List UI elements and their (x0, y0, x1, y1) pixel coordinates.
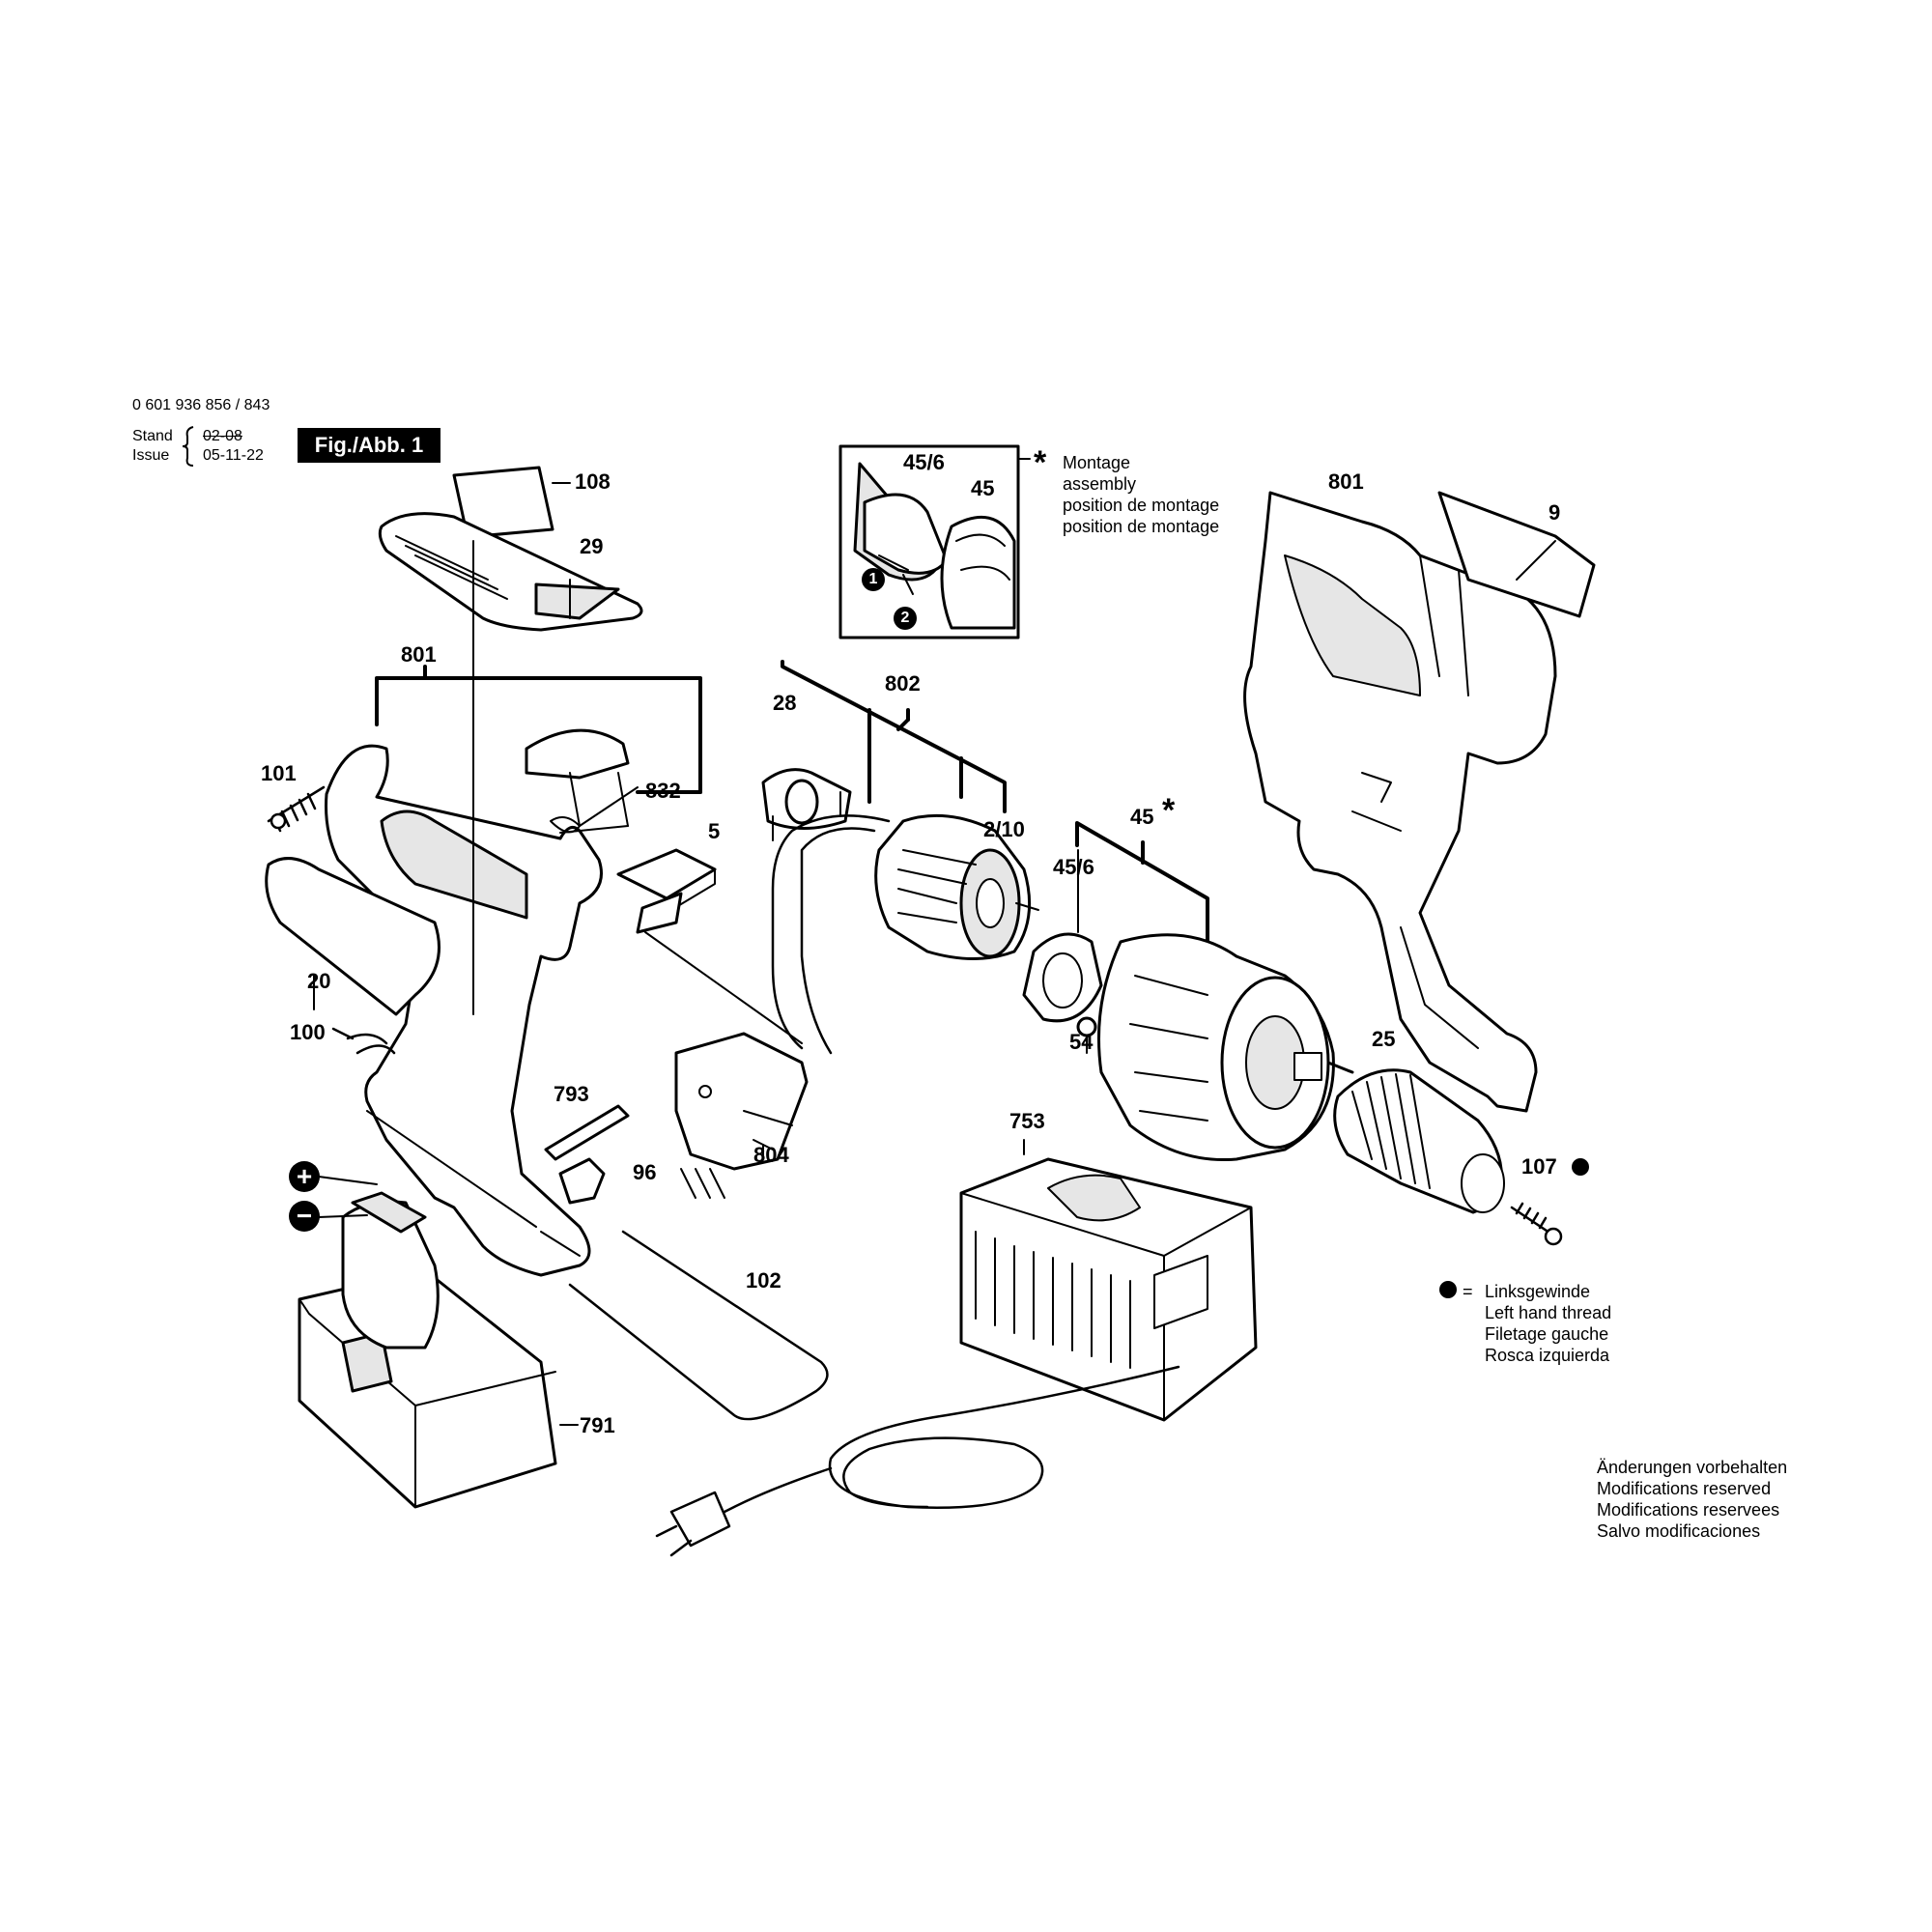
part-108-label (452, 466, 571, 539)
callout-45-6: 45/6 (1053, 855, 1094, 879)
motor (874, 813, 1039, 960)
part-753-charger (959, 1139, 1258, 1422)
bracket-802 (781, 660, 1007, 813)
charger-cord (655, 1365, 1180, 1557)
part-101-screw (267, 785, 326, 833)
legend-line-2: Left hand thread (1485, 1303, 1612, 1322)
callout-107: 107 (1521, 1154, 1557, 1179)
part-804-switch (674, 1032, 809, 1199)
legend-line-1: Linksgewinde (1485, 1282, 1591, 1301)
legend-line-4: Rosca izquierda (1485, 1346, 1610, 1365)
callout-96: 96 (633, 1160, 657, 1184)
part-832-clip (525, 728, 639, 834)
part-791-battery (298, 1176, 579, 1509)
callout-791: 791 (580, 1413, 615, 1437)
part-number: 0 601 936 856 / 843 (132, 397, 270, 413)
part-20-side-pad (265, 857, 440, 1016)
part-793 (544, 1104, 630, 1161)
callout-20: 20 (307, 969, 331, 993)
bracket-801-left (375, 665, 702, 794)
part-100-spring (331, 1027, 396, 1055)
legend-line-3: Filetage gauche (1485, 1324, 1609, 1344)
part-29-cover (378, 512, 643, 632)
footer-line-1: Änderungen vorbehalten (1597, 1458, 1788, 1477)
callout-802: 802 (885, 671, 921, 696)
part-45-6-ring (1022, 849, 1103, 1023)
part-96 (558, 1157, 606, 1205)
part-9-label (1437, 491, 1596, 618)
callout-102: 102 (746, 1268, 781, 1293)
assembly-note-line-3: position de montage (1063, 496, 1220, 515)
callout-45-inset: 45 (971, 476, 995, 500)
callout-108: 108 (575, 469, 611, 494)
assembly-inset (838, 444, 1031, 639)
footer-line-2: Modifications reserved (1597, 1479, 1772, 1498)
part-54-screw (1076, 1016, 1097, 1054)
step-2-icon: 2 (894, 607, 917, 630)
asterisk-icon: * (1034, 444, 1047, 481)
left-handle-housing (325, 540, 603, 1277)
legend-dot-icon (1439, 1281, 1457, 1298)
callout-801-left: 801 (401, 642, 437, 667)
callout-45-6-inset: 45/6 (903, 450, 945, 474)
issue-date: 05-11-22 (203, 447, 264, 464)
callout-25: 25 (1372, 1027, 1396, 1051)
assembly-note-line-2: assembly (1063, 474, 1137, 494)
callout-2-10: 2/10 (983, 817, 1025, 841)
callout-804: 804 (753, 1143, 789, 1167)
motor-wires (771, 814, 891, 1055)
issue-label: Issue (132, 447, 170, 464)
assembly-note-line-4: position de montage (1063, 517, 1220, 536)
asterisk-45-icon: * (1162, 792, 1176, 829)
right-housing-shell (1243, 491, 1557, 1113)
callout-793: 793 (554, 1082, 589, 1106)
part-25-chuck (1333, 1068, 1505, 1214)
minus-terminal-icon: − (289, 1201, 320, 1232)
callout-29: 29 (580, 534, 604, 558)
legend-equals: = (1463, 1282, 1473, 1301)
plus-terminal-icon: + (289, 1161, 320, 1192)
figure-label: Fig./Abb. 1 (298, 428, 440, 463)
assembly-note-line-1: Montage (1063, 453, 1131, 472)
part-28-brush-holder (761, 768, 852, 841)
callout-5: 5 (708, 819, 721, 843)
callout-801-right: 801 (1328, 469, 1364, 494)
callout-753: 753 (1009, 1109, 1045, 1133)
part-5-slider (616, 848, 803, 1044)
callout-832: 832 (645, 779, 681, 803)
step-1-icon: 1 (862, 568, 885, 591)
part-107-screw (1510, 1202, 1563, 1246)
callout-54: 54 (1069, 1030, 1094, 1054)
callout-100: 100 (290, 1020, 326, 1044)
part-102-wire (568, 1230, 829, 1421)
footer-line-3: Modifications reservees (1597, 1500, 1780, 1520)
part-45-gearbox (1097, 933, 1354, 1162)
brace-icon (182, 426, 194, 467)
left-hand-thread-marker-icon (1572, 1158, 1589, 1176)
callout-101: 101 (261, 761, 297, 785)
stand-label: Stand (132, 428, 173, 444)
bracket-45 (1075, 821, 1209, 944)
callout-28: 28 (773, 691, 797, 715)
callout-45: 45 (1130, 805, 1154, 829)
callout-9: 9 (1548, 500, 1561, 525)
footer-line-4: Salvo modificaciones (1597, 1521, 1761, 1541)
stand-date: 02-08 (203, 428, 242, 444)
